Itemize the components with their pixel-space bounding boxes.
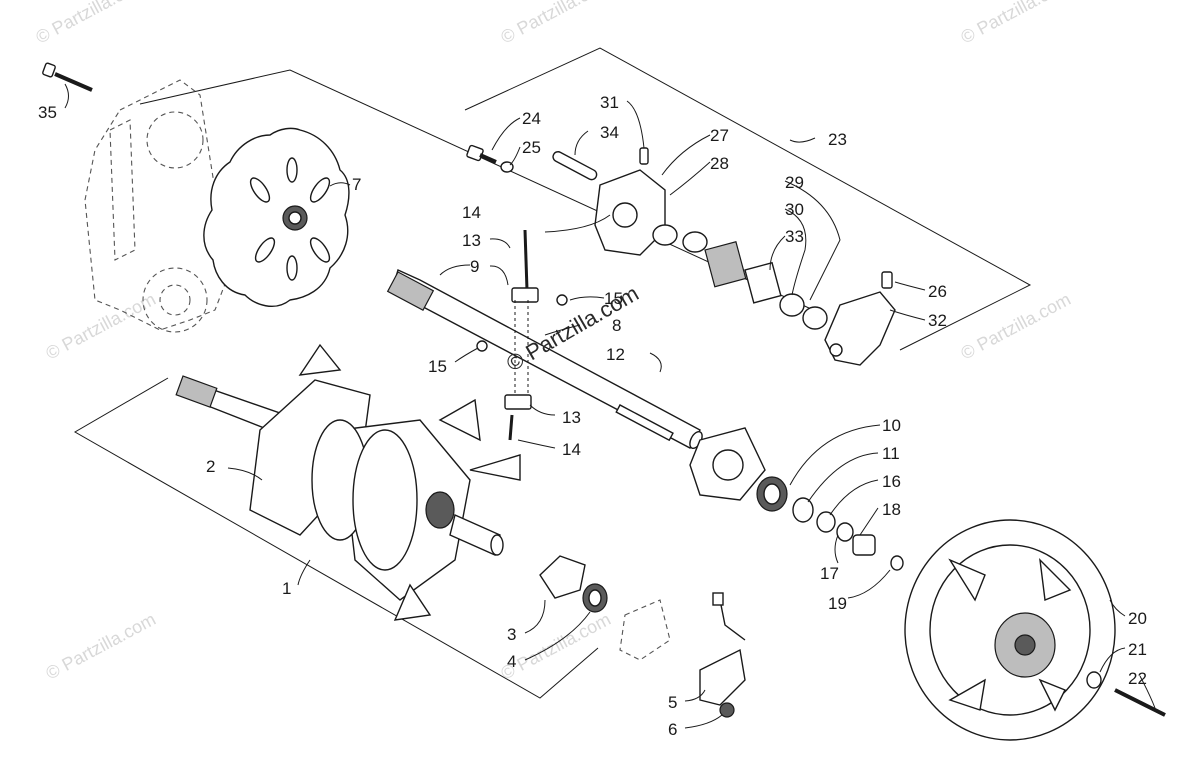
callout-7: 7	[352, 175, 361, 194]
brake-disc-7	[203, 127, 350, 308]
bolt-35	[42, 62, 93, 92]
callout-2: 2	[206, 457, 215, 476]
callout-34: 34	[600, 123, 619, 142]
callout-27: 27	[710, 126, 729, 145]
watermark-bottom-left: © Partzilla.com	[42, 609, 158, 684]
callout-30: 30	[785, 200, 804, 219]
callout-8: 8	[612, 316, 621, 335]
callout-14-top: 14	[462, 203, 481, 222]
driven-pulley-20	[904, 519, 1166, 741]
callout-16: 16	[882, 472, 901, 491]
callout-15-right: 15	[604, 289, 623, 308]
callout-22: 22	[1128, 669, 1147, 688]
callout-28: 28	[710, 154, 729, 173]
leader-lines	[64, 83, 1156, 729]
bearing-stack	[756, 476, 904, 571]
callout-17: 17	[820, 564, 839, 583]
callout-33: 33	[785, 227, 804, 246]
watermark-mid-left: © Partzilla.com	[42, 289, 158, 364]
callout-10: 10	[882, 416, 901, 435]
speed-sensor-assembly	[539, 555, 746, 718]
callout-13-top: 13	[462, 231, 481, 250]
callout-1: 1	[282, 579, 291, 598]
watermark-top-left: © Partzilla.com	[32, 0, 148, 48]
callout-14-bottom: 14	[562, 440, 581, 459]
callout-9: 9	[470, 257, 479, 276]
watermark-mid-right: © Partzilla.com	[957, 289, 1073, 364]
callout-24: 24	[522, 109, 541, 128]
frame-brake	[464, 47, 1032, 351]
callout-29: 29	[785, 173, 804, 192]
key-12	[615, 404, 674, 442]
callout-21: 21	[1128, 640, 1147, 659]
callout-18: 18	[882, 500, 901, 519]
bearing-plate	[689, 427, 766, 501]
callout-11: 11	[882, 444, 900, 463]
watermark-bottom-center: © Partzilla.com	[497, 609, 613, 684]
callout-32: 32	[928, 311, 947, 330]
callout-6: 6	[668, 720, 677, 739]
callout-4: 4	[507, 652, 516, 671]
drive-sprocket-assembly	[175, 343, 521, 621]
driveshaft-8	[386, 269, 703, 449]
callout-labels: 35 7 9 8 14 13 15 15 12 13 14 10 11 16 1…	[38, 93, 1147, 739]
callout-20: 20	[1128, 609, 1147, 628]
watermark-top-center: © Partzilla.com	[497, 0, 613, 48]
chaincase-housing	[84, 79, 241, 333]
callout-5: 5	[668, 693, 677, 712]
callout-3: 3	[507, 625, 516, 644]
clip-assembly	[476, 229, 568, 441]
brake-caliper-assembly	[466, 144, 896, 366]
callout-31: 31	[600, 93, 619, 112]
callout-35: 35	[38, 103, 57, 122]
frame-drive	[73, 377, 599, 699]
callout-25: 25	[522, 138, 541, 157]
watermark-top-right: © Partzilla.com	[957, 0, 1073, 48]
callout-23: 23	[828, 130, 847, 149]
callout-26: 26	[928, 282, 947, 301]
callout-13-bottom: 13	[562, 408, 581, 427]
callout-15-left: 15	[428, 357, 447, 376]
callout-12: 12	[606, 345, 625, 364]
callout-19: 19	[828, 594, 847, 613]
